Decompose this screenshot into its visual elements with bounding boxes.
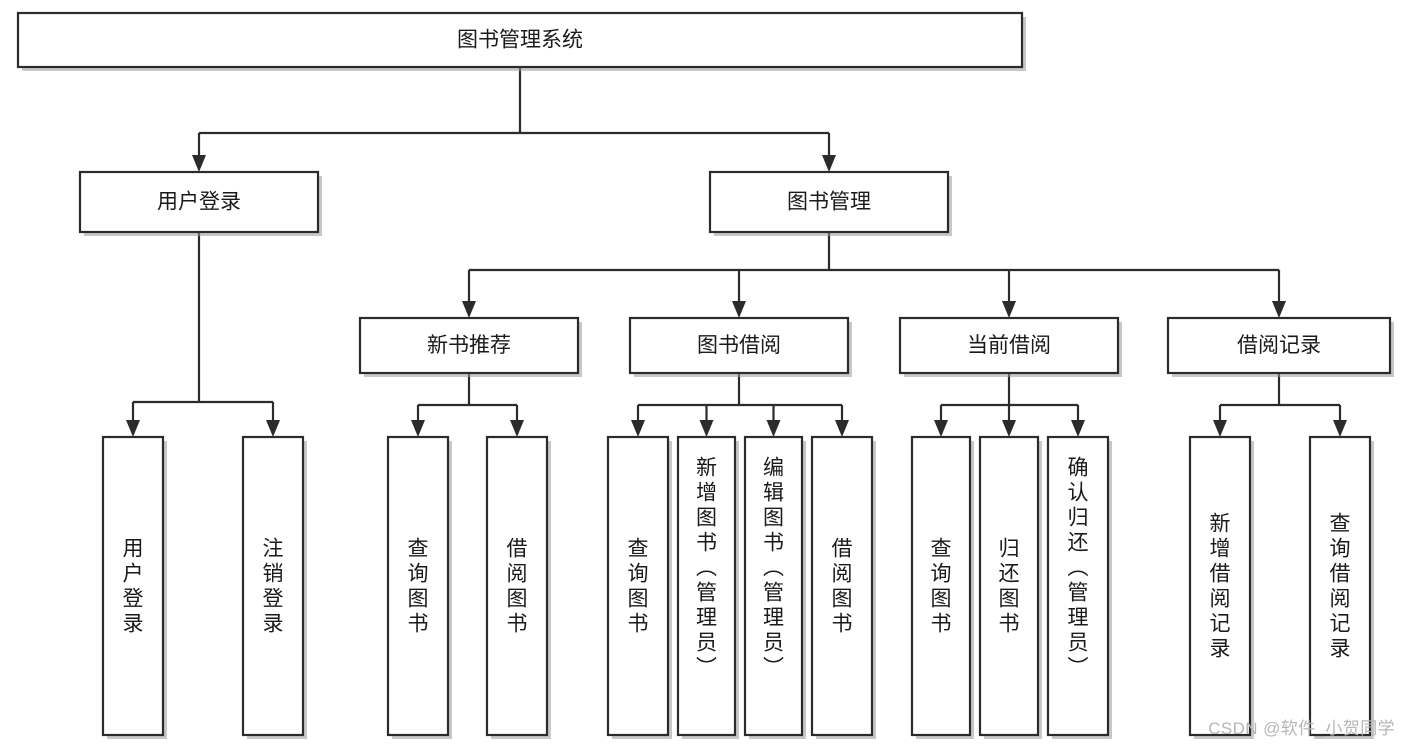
node-rect[interactable] — [1188, 435, 1252, 737]
node-leaf-query-book-1[interactable]: 查询图书 — [386, 435, 452, 739]
node-label: 确认归还︵管理员︶ — [1068, 457, 1089, 680]
node-rect[interactable] — [708, 170, 950, 234]
arrow-head-icon — [631, 420, 645, 437]
node-label: 新增借阅记录 — [1210, 513, 1231, 661]
arrow-head-icon — [1213, 420, 1227, 437]
node-leaf-add-borrow-record[interactable]: 新增借阅记录 — [1188, 435, 1254, 739]
node-label: 借阅记录 — [1237, 334, 1321, 357]
node-root[interactable]: 图书管理系统 — [16, 11, 1026, 71]
node-rect[interactable] — [676, 435, 737, 737]
node-rect[interactable] — [743, 435, 804, 737]
node-leaf-edit-book-admin[interactable]: 编辑图书︵管理员︶ — [743, 435, 806, 739]
node-rect[interactable] — [810, 435, 874, 737]
node-rect[interactable] — [898, 316, 1120, 375]
node-label: 用户登录 — [123, 538, 144, 636]
node-user-login[interactable]: 用户登录 — [78, 170, 322, 236]
node-rect[interactable] — [606, 435, 670, 737]
node-label: 归还图书 — [999, 538, 1020, 636]
arrow-head-icon — [266, 420, 280, 437]
node-label: 注销登录 — [263, 538, 284, 636]
node-label: 图书管理 — [787, 191, 871, 214]
arrow-head-icon — [1333, 420, 1347, 437]
arrow-head-icon — [766, 420, 781, 437]
arrow-head-icon — [1272, 301, 1286, 318]
node-label: 查询图书 — [628, 538, 649, 636]
arrow-head-icon — [1002, 301, 1016, 318]
connector-layer — [126, 67, 1347, 437]
node-rect[interactable] — [386, 435, 450, 737]
node-rect[interactable] — [978, 435, 1040, 737]
node-leaf-borrow-book-2[interactable]: 借阅图书 — [810, 435, 876, 739]
node-layer: 图书管理系统用户登录图书管理新书推荐图书借阅当前借阅借阅记录用户登录注销登录查询… — [16, 11, 1394, 739]
arrow-head-icon — [699, 420, 714, 437]
node-leaf-query-book-3[interactable]: 查询图书 — [910, 435, 974, 739]
node-leaf-user-login[interactable]: 用户登录 — [101, 435, 167, 739]
node-label: 图书管理系统 — [457, 29, 583, 52]
connector-group-borrow-record — [1213, 373, 1347, 437]
node-rect[interactable] — [1166, 316, 1392, 375]
arrow-head-icon — [1002, 420, 1016, 437]
connector-group-new-book-recommend — [411, 373, 524, 437]
node-rect[interactable] — [16, 11, 1024, 69]
node-label: 新增图书︵管理员︶ — [696, 457, 717, 680]
node-label: 查询图书 — [931, 538, 952, 636]
node-label: 当前借阅 — [967, 334, 1051, 357]
connector-group-current-borrow — [934, 373, 1085, 437]
node-rect[interactable] — [1308, 435, 1372, 737]
node-leaf-return-book[interactable]: 归还图书 — [978, 435, 1042, 739]
node-label: 借阅图书 — [507, 538, 528, 636]
arrow-head-icon — [732, 301, 746, 318]
node-label: 新书推荐 — [427, 334, 511, 357]
arrow-head-icon — [411, 420, 425, 437]
node-rect[interactable] — [101, 435, 165, 737]
node-current-borrow[interactable]: 当前借阅 — [898, 316, 1122, 377]
arrow-head-icon — [192, 155, 206, 172]
node-rect[interactable] — [485, 435, 549, 737]
arrow-head-icon — [1071, 420, 1085, 437]
node-label: 查询图书 — [408, 538, 429, 636]
arrow-head-icon — [934, 420, 948, 437]
arrow-head-icon — [835, 420, 849, 437]
node-rect[interactable] — [241, 435, 305, 737]
node-leaf-query-borrow-record[interactable]: 查询借阅记录 — [1308, 435, 1374, 739]
node-leaf-query-book-2[interactable]: 查询图书 — [606, 435, 672, 739]
node-rect[interactable] — [1046, 435, 1110, 737]
node-rect[interactable] — [78, 170, 320, 234]
node-book-management[interactable]: 图书管理 — [708, 170, 952, 236]
arrow-head-icon — [462, 301, 476, 318]
node-label: 编辑图书︵管理员︶ — [763, 457, 784, 680]
connector-group-user-login — [126, 232, 280, 437]
node-label: 用户登录 — [157, 191, 241, 214]
node-rect[interactable] — [910, 435, 972, 737]
arrow-head-icon — [510, 420, 524, 437]
node-borrow-record[interactable]: 借阅记录 — [1166, 316, 1394, 377]
arrow-head-icon — [126, 420, 140, 437]
node-leaf-add-book-admin[interactable]: 新增图书︵管理员︶ — [676, 435, 739, 739]
node-book-borrow[interactable]: 图书借阅 — [628, 316, 852, 377]
node-new-book-recommend[interactable]: 新书推荐 — [358, 316, 582, 377]
connector-group-book-borrow — [631, 373, 849, 437]
node-label: 借阅图书 — [832, 538, 853, 636]
connector-group-root — [192, 67, 836, 172]
node-leaf-logout[interactable]: 注销登录 — [241, 435, 307, 739]
arrow-head-icon — [822, 155, 836, 172]
node-rect[interactable] — [358, 316, 580, 375]
node-leaf-borrow-book-1[interactable]: 借阅图书 — [485, 435, 551, 739]
node-rect[interactable] — [628, 316, 850, 375]
node-label: 查询借阅记录 — [1330, 513, 1351, 661]
node-leaf-confirm-return-admin[interactable]: 确认归还︵管理员︶ — [1046, 435, 1112, 739]
node-label: 图书借阅 — [697, 334, 781, 357]
connector-group-book-management — [462, 232, 1286, 318]
